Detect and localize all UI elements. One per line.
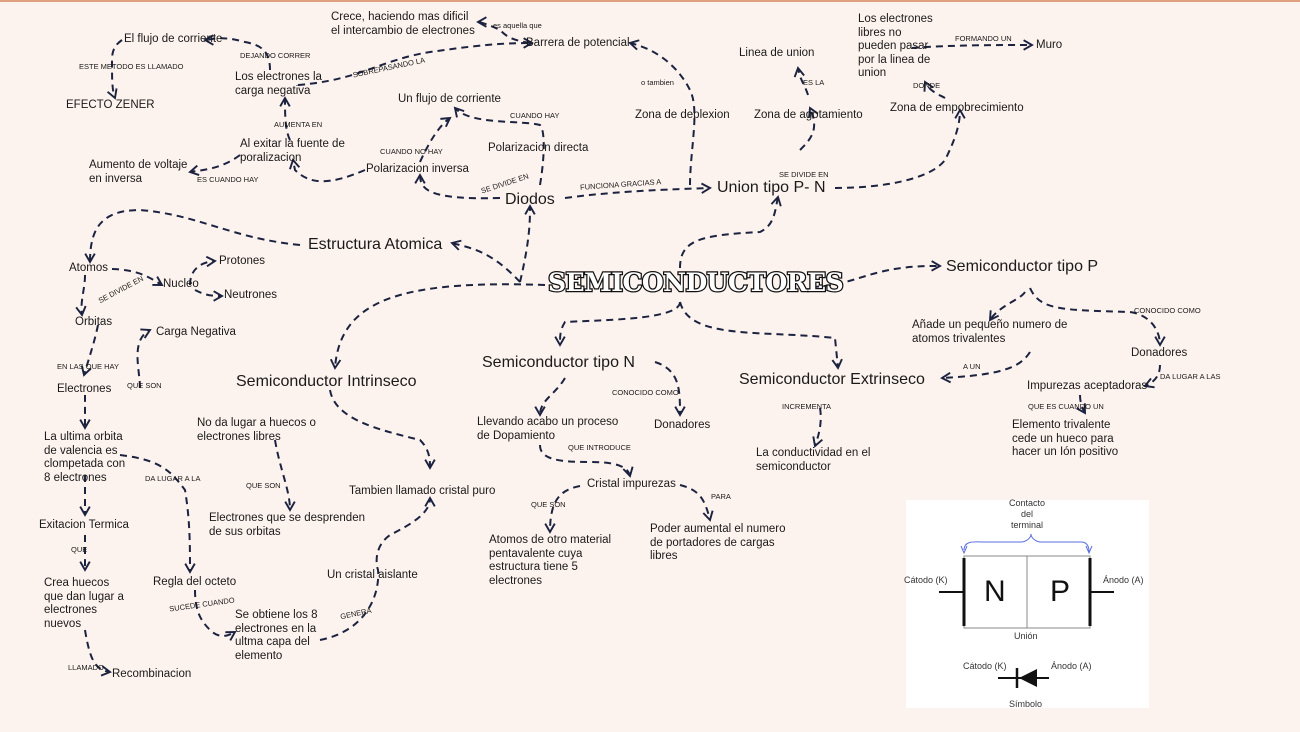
label-es-la: ES LA [803, 78, 825, 87]
node-un-flujo: Un flujo de corriente [398, 93, 501, 105]
node-protones: Protones [219, 255, 266, 267]
node-cristal-puro: Tambien llamado cristal puro [349, 485, 496, 497]
diode-drawing [939, 533, 1114, 688]
label-que-son-intr: QUE SON [246, 481, 281, 490]
label-llamado: LLAMADO [68, 663, 104, 672]
label-conocido-como-n: CONOCIDO COMO [612, 388, 679, 397]
node-sc-tipo-n: Semiconductor tipo N [482, 354, 635, 371]
catodo-top-label: Cátodo (K) [904, 575, 948, 585]
node-elemento-trivalente: Elemento trivalente cede un hueco para h… [1012, 419, 1119, 458]
label-este-metodo: ESTE METODO ES LLAMADO [79, 62, 184, 71]
node-nucleo: Nucleo [163, 278, 199, 290]
node-pol-directa: Polarizacion directa [488, 142, 589, 154]
label-en-las-que-hay: EN LAS QUE HAY [57, 362, 119, 371]
node-ultima-orbita: La ultima orbita de valencia es clompeta… [44, 431, 126, 484]
label-se-divide-en-union: SE DIVIDE EN [779, 170, 829, 179]
p-region-label: P [1050, 575, 1071, 608]
label-que-introduce: QUE INTRODUCE [568, 443, 631, 452]
node-electrones: Electrones [57, 383, 112, 395]
node-linea-union: Linea de union [739, 47, 815, 59]
anodo-top-label: Ánodo (A) [1103, 575, 1144, 585]
simbolo-label: Símbolo [1009, 699, 1043, 709]
node-orbitas: Orbitas [75, 316, 113, 328]
catodo-bottom-label: Cátodo (K) [963, 661, 1007, 671]
label-o-tambien: o tambien [641, 78, 674, 87]
diode-diagram-panel: Contacto del terminal Cátodo (K) Ánodo (… [904, 498, 1149, 709]
label-formando-un: FORMANDO UN [955, 34, 1012, 43]
node-crea-huecos: Crea huecos que dan lugar a electrones n… [44, 577, 124, 630]
node-exitacion: Exitacion Termica [39, 519, 129, 531]
node-llevando: Llevando acabo un proceso de Dopamiento [477, 416, 619, 442]
node-aumento-voltaje: Aumento de voltaje en inversa [89, 159, 188, 185]
label-que-es-cuando-un: QUE ES CUANDO UN [1028, 402, 1104, 411]
node-al-exitar: Al exitar la fuente de poralizacion [240, 138, 345, 164]
node-sc-intrinseco: Semiconductor Intrinseco [236, 373, 417, 390]
label-donde: DONDE [913, 81, 941, 90]
label-a-un: A UN [963, 362, 981, 371]
node-atomos: Atomos [69, 262, 108, 274]
node-donadores-n: Donadores [654, 419, 711, 431]
node-estructura-atomica: Estructura Atomica [308, 236, 443, 253]
label-da-lugar-a-la: DA LUGAR A LA [145, 474, 201, 483]
node-cristal-aislante: Un cristal aislante [327, 569, 418, 581]
node-zona-agotamiento: Zona de agotamiento [754, 109, 863, 121]
contacto-terminal-label: Contacto del terminal [1008, 498, 1046, 530]
node-flujo-corriente-top: El flujo de corriente [124, 33, 223, 45]
node-union-pn: Union tipo P- N [717, 179, 826, 196]
node-efecto-zener: EFECTO ZENER [66, 99, 155, 111]
main-title: SEMICONDUCTORES [547, 267, 845, 299]
label-para: PARA [711, 492, 731, 501]
node-poder-aumentar: Poder aumental el numero de portadores d… [650, 523, 786, 562]
label-cuando-hay: CUANDO HAY [510, 111, 560, 120]
label-que-son-n: QUE SON [531, 500, 566, 509]
label-incrementa: INCREMENTA [782, 402, 832, 411]
node-regla-octeto: Regla del octeto [153, 576, 237, 588]
node-atomos-otro: Atomos de otro material pentavalente cuy… [489, 534, 612, 587]
node-no-da-lugar: No da lugar a huecos o electrones libres [197, 417, 316, 443]
node-donadores-p: Donadores [1131, 347, 1188, 359]
n-region-label: N [984, 575, 1006, 608]
label-cuando-no-hay: CUANDO NO HAY [380, 147, 443, 156]
node-cristal-impurezas: Cristal impurezas [587, 478, 676, 490]
union-label: Unión [1014, 631, 1038, 641]
node-sc-tipo-p: Semiconductor tipo P [946, 258, 1099, 275]
label-que-exitacion: QUE [71, 545, 88, 554]
label-dejando-correr: DEJANDO CORRER [240, 51, 311, 60]
node-anade: Añade un pequeño numero de atomos trival… [912, 319, 1068, 345]
node-electrones-carga-negativa: Los electrones la carga negativa [235, 71, 322, 97]
label-que-son-carga: QUE SON [127, 381, 162, 390]
node-impurezas-aceptadoras: Impurezas aceptadoras [1027, 380, 1148, 392]
node-crece: Crece, haciendo mas dificil el intercamb… [331, 11, 475, 37]
node-electrones-libres: Los electrones libres no pueden pasar po… [858, 13, 933, 79]
node-electrones-desprenden: Electrones que se desprenden de sus orbi… [209, 512, 365, 538]
label-es-aquella: es aquella que [493, 21, 542, 30]
node-conductividad: La conductividad en el semiconductor [756, 447, 871, 473]
node-sc-extrinseco: Semiconductor Extrinseco [739, 371, 925, 388]
node-se-obtiene: Se obtiene los 8 electrones en la ultma … [235, 609, 318, 662]
node-carga-negativa: Carga Negativa [156, 326, 236, 338]
node-zona-deplexion: Zona de deplexion [635, 109, 730, 121]
node-barrera: Barrera de potencial [526, 37, 630, 49]
label-aumenta-en: AUMENTA EN [274, 120, 323, 129]
node-diodos: Diodos [505, 191, 555, 208]
node-pol-inversa: Polarizacion inversa [366, 163, 469, 175]
label-es-cuando-hay: ES CUANDO HAY [197, 175, 259, 184]
label-da-lugar-a-las: DA LUGAR A LAS [1160, 372, 1221, 381]
node-recombinacion: Recombinacion [112, 668, 192, 680]
node-neutrones: Neutrones [224, 289, 278, 301]
label-conocido-como-p: CONOCIDO COMO [1134, 306, 1201, 315]
anodo-bottom-label: Ánodo (A) [1051, 661, 1092, 671]
node-muro: Muro [1036, 39, 1063, 51]
top-border [0, 0, 1300, 2]
node-zona-empobrecimiento: Zona de empobrecimiento [890, 102, 1024, 114]
